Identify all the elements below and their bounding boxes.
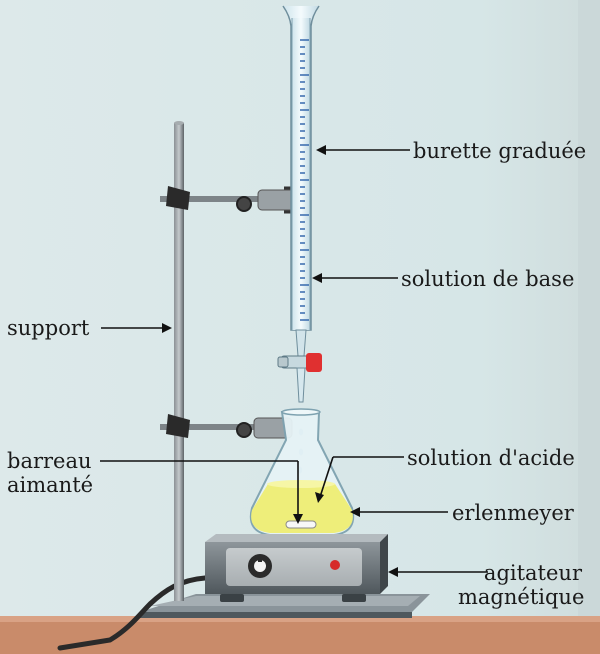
label-acid-solution: solution d'acide <box>407 446 575 470</box>
label-stir-bar: barreau aimanté <box>7 449 94 497</box>
support-rod <box>174 123 184 601</box>
label-pointers <box>100 145 488 577</box>
label-stirrer: agitateur magnétique <box>458 561 585 609</box>
lower-clamp <box>160 414 293 439</box>
label-support: support <box>7 316 90 340</box>
upper-clamp <box>160 186 304 214</box>
label-flask: erlenmeyer <box>452 501 574 525</box>
label-burette: burette graduée <box>413 139 587 163</box>
magnetic-stir-bar <box>285 520 317 529</box>
indicator-light <box>330 560 340 570</box>
burette-graduations <box>300 39 309 321</box>
magnetic-stirrer <box>205 534 388 602</box>
stirrer-panel <box>226 548 362 586</box>
erlenmeyer-flask <box>249 408 355 536</box>
stopcock-tap <box>306 353 322 372</box>
acid-solution <box>251 484 353 533</box>
label-base-solution: solution de base <box>401 267 575 291</box>
burette <box>277 5 322 403</box>
table-surface <box>0 616 600 654</box>
power-cable <box>57 575 208 651</box>
